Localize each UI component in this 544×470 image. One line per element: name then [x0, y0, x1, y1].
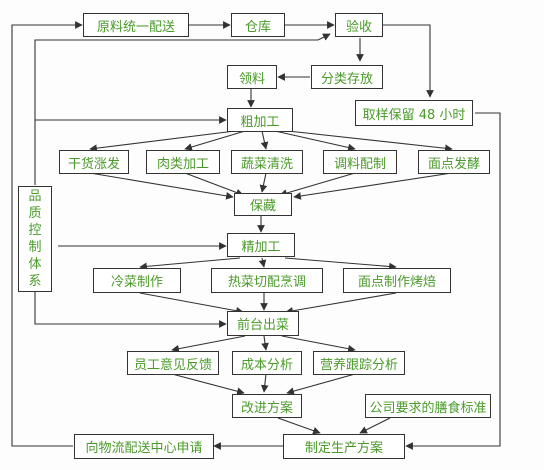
- fan-fine-cold: [139, 257, 241, 271]
- node-dry-goods: 干货涨发: [59, 150, 129, 174]
- conv-pastry-preservation: [293, 172, 453, 200]
- conv-dry-preservation: [89, 172, 234, 200]
- fan-front-staff: [171, 335, 246, 353]
- node-front-serving: 前台出菜: [227, 311, 299, 336]
- node-quality-control: 品质控制体系: [18, 186, 52, 292]
- conv-nutrition-improve: [286, 373, 356, 395]
- node-rough-processing: 粗加工: [227, 108, 293, 132]
- arrow-qc-to-inspection: [34, 33, 331, 185]
- node-company-standard: 公司要求的膳食标准: [365, 394, 491, 418]
- arrow-standard-to-plan: [359, 417, 391, 434]
- fan-rough-veg: [260, 130, 269, 150]
- arrow-inspection-to-sample: [383, 24, 434, 98]
- conv-meat-preservation: [184, 172, 244, 197]
- node-pastry-baking: 面点制作烤焙: [343, 268, 451, 293]
- node-sample-retention: 取样保留 48 小时: [355, 100, 473, 126]
- conv-staff-improve: [171, 373, 245, 395]
- fan-rough-dry: [89, 130, 236, 152]
- node-seasoning: 调料配制: [323, 150, 397, 174]
- conv-seasoning-preservation: [279, 172, 356, 197]
- node-inspection: 验收: [335, 13, 383, 37]
- node-production-plan: 制定生产方案: [283, 434, 405, 459]
- node-warehouse: 仓库: [231, 13, 285, 37]
- node-improvement-plan: 改进方案: [232, 394, 302, 418]
- fan-fine-baking: [284, 257, 397, 271]
- fan-front-nutrition: [281, 335, 356, 353]
- fan-rough-pastry: [287, 130, 453, 153]
- node-preservation: 保藏: [234, 193, 292, 216]
- conv-cost-improve: [260, 373, 269, 393]
- node-staff-feedback: 员工意见反馈: [127, 351, 219, 375]
- conv-baking-front: [285, 292, 397, 315]
- node-nutrition-tracking: 营养跟踪分析: [313, 351, 405, 375]
- conv-veg-preservation: [259, 172, 268, 193]
- node-cost-analysis: 成本分析: [232, 351, 302, 375]
- node-logistics-request: 向物流配送中心申请: [74, 434, 214, 459]
- node-fine-processing: 精加工: [227, 233, 295, 257]
- conv-cold-front: [139, 292, 244, 315]
- fan-fine-hot: [258, 257, 267, 268]
- arrow-sample-to-plan: [405, 112, 501, 450]
- arrow-logistics-to-raw: [11, 21, 83, 447]
- fan-rough-meat: [184, 130, 246, 151]
- arrow-improve-to-plan: [277, 417, 321, 435]
- node-requisition: 领料: [227, 65, 277, 89]
- arrow-qc-to-front: [34, 292, 227, 328]
- node-raw-material: 原料统一配送: [83, 13, 189, 37]
- node-classified-storage: 分类存放: [311, 65, 383, 89]
- node-pastry-fermentation: 面点发酵: [418, 150, 490, 174]
- fan-front-cost: [261, 335, 269, 351]
- node-hot-dishes: 热菜切配烹调: [211, 268, 323, 293]
- fan-rough-seasoning: [274, 130, 356, 152]
- node-meat-processing: 肉类加工: [146, 150, 220, 174]
- node-vegetable-washing: 蔬菜清洗: [231, 150, 303, 174]
- node-cold-dishes: 冷菜制作: [93, 268, 181, 293]
